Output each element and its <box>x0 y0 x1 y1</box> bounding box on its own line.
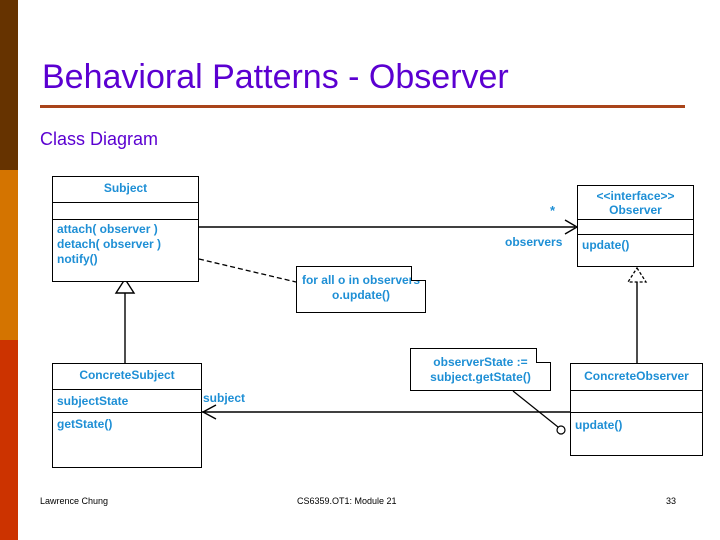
observer-class-name-compartment: <<interface>> Observer <box>578 186 693 220</box>
footer-author: Lawrence Chung <box>40 496 109 506</box>
uml-note-update-body[interactable]: observerState := subject.getState() <box>410 347 551 391</box>
observer-attributes-compartment <box>578 220 693 235</box>
concreteobserver-class-name: ConcreteObserver <box>571 364 702 391</box>
subject-operation-notify: notify() <box>57 252 98 266</box>
subject-operations-compartment: attach( observer ) detach( observer ) no… <box>53 220 198 281</box>
subject-operation-attach: attach( observer ) <box>57 222 158 236</box>
uml-class-concreteobserver[interactable]: ConcreteObserver update() <box>570 363 703 456</box>
note-notify-line2: o.update() <box>332 288 390 302</box>
page-title: Behavioral Patterns - Observer <box>42 58 509 96</box>
concreteobserver-operation-update: update() <box>575 418 623 432</box>
uml-class-subject[interactable]: Subject attach( observer ) detach( obser… <box>52 176 199 282</box>
left-color-strip <box>0 0 18 540</box>
concreteobserver-operations-compartment: update() <box>571 413 702 455</box>
role-label-observers: observers <box>505 235 563 249</box>
concretesubject-operation-getstate: getState() <box>57 417 113 431</box>
note-fold-corner-icon <box>411 265 426 281</box>
concreteobserver-attributes-compartment <box>571 391 702 413</box>
concretesubject-operations-compartment: getState() <box>53 413 201 467</box>
association-subject-observers <box>199 219 579 235</box>
note-fold-corner-icon <box>536 347 551 363</box>
uml-interface-observer[interactable]: <<interface>> Observer update() <box>577 185 694 267</box>
generalization-concretesubject-subject <box>114 277 136 363</box>
note-anchor-notify <box>198 258 297 283</box>
observer-operation-update: update() <box>582 238 630 252</box>
subject-operation-detach: detach( observer ) <box>57 237 162 251</box>
slide-subtitle: Class Diagram <box>40 129 159 149</box>
realization-concreteobserver-observer <box>626 266 648 363</box>
note-update-line2: subject.getState() <box>430 370 531 384</box>
concretesubject-attribute-subjectstate: subjectState <box>57 394 129 408</box>
note-notify-line1: for all o in observers <box>301 273 421 287</box>
subject-attributes-compartment <box>53 203 198 220</box>
strip-band-bottom <box>0 340 18 540</box>
role-label-subject: subject <box>203 391 246 405</box>
uml-class-concretesubject[interactable]: ConcreteSubject subjectState getState() <box>52 363 202 468</box>
title-underline-rule <box>40 105 685 108</box>
observer-operations-compartment: update() <box>578 235 693 266</box>
strip-band-top <box>0 0 18 170</box>
observer-class-name: Observer <box>609 203 662 217</box>
association-concreteobserver-subject <box>201 404 570 420</box>
subject-class-name: Subject <box>53 177 198 203</box>
observer-stereotype: <<interface>> <box>596 189 675 203</box>
multiplicity-label-star: * <box>550 203 556 218</box>
note-update-line1: observerState := <box>433 355 528 369</box>
uml-note-notify-body[interactable]: for all o in observers o.update() <box>296 265 426 313</box>
strip-band-middle <box>0 170 18 340</box>
footer-course: CS6359.OT1: Module 21 <box>297 496 397 506</box>
note-anchor-update <box>512 390 566 435</box>
footer-page-number: 33 <box>666 496 677 506</box>
concretesubject-attributes-compartment: subjectState <box>53 390 201 413</box>
concretesubject-class-name: ConcreteSubject <box>53 364 201 390</box>
